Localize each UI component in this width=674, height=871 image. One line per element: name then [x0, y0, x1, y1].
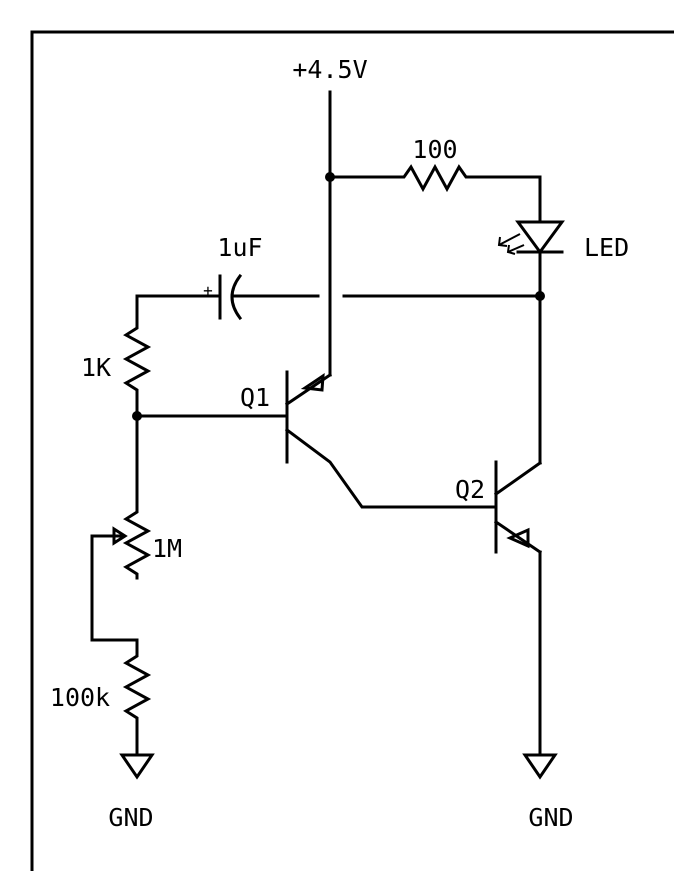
q1-transistor [284, 370, 498, 509]
pot-wiper [90, 526, 128, 642]
pot-resistor [122, 503, 152, 580]
pot-label: 1M [152, 534, 182, 563]
r-100k-resistor [122, 652, 152, 757]
led-light-arrows [497, 233, 525, 255]
q2-transistor [493, 460, 543, 555]
q1-label: Q1 [240, 383, 270, 412]
supply-label: +4.5V [292, 55, 367, 84]
led-label: LED [584, 233, 629, 262]
sheet-border [30, 30, 674, 871]
r-1k-resistor [122, 294, 152, 418]
gnd-label-left: GND [108, 803, 153, 832]
ground-symbol-left [119, 753, 155, 780]
led-diode [515, 220, 565, 255]
pot-to-100k-wire [90, 638, 139, 656]
r-led-resistor [328, 163, 542, 224]
r-100k-label: 100k [50, 683, 110, 712]
gnd-label-right: GND [528, 803, 573, 832]
r-led-label: 100 [412, 135, 457, 164]
cap-label: 1uF [217, 233, 262, 262]
q2-label: Q2 [455, 475, 485, 504]
r-1k-label: 1K [81, 353, 111, 382]
cap-polarity-label: + [203, 281, 213, 300]
ground-symbol-right [522, 753, 558, 780]
